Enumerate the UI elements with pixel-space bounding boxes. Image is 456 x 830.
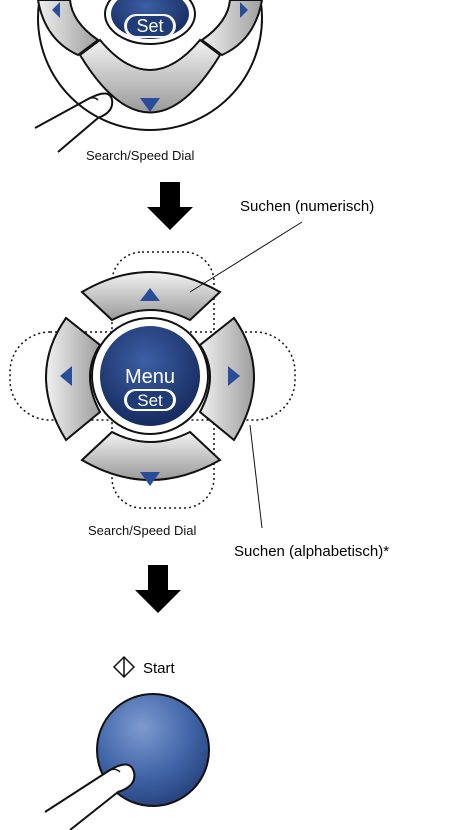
callout-alpha: Suchen (alphabetisch)* [234,543,389,560]
set-label: Set [137,391,163,410]
right-arrow-icon [240,2,248,18]
down-key[interactable] [80,430,222,481]
finger-icon [34,92,114,153]
start-section: Start [44,655,210,830]
right-key-top[interactable] [200,0,264,57]
main-nav-pad: Menu Set Search/Speed Dial [9,251,296,538]
right-arrow-icon [228,366,240,386]
search-speed-dial-caption: Search/Speed Dial [88,523,197,538]
start-diamond-icon [112,655,136,679]
down-arrow-icon [140,472,160,486]
search-speed-dial-caption-top: Search/Speed Dial [86,148,195,163]
left-key[interactable] [45,316,102,442]
step-arrow-icon [147,182,193,230]
numeric-search-zone [111,251,215,509]
left-arrow-icon [52,2,60,18]
step-arrow-icon-2 [135,565,181,613]
down-arrow-icon [140,98,160,112]
left-arrow-icon [60,366,72,386]
down-key-top[interactable] [78,38,222,114]
callout-line-numeric [189,221,303,293]
start-label: Start [143,660,176,677]
up-arrow-icon [140,288,160,301]
menu-label: Menu [125,366,175,388]
set-label-top: Set [136,16,163,36]
finger-icon-start [44,763,136,830]
top-nav-pad: Set Search/Speed Dial [34,0,264,163]
callout-numeric: Suchen (numerisch) [240,198,374,215]
right-key[interactable] [198,316,255,442]
left-key-top[interactable] [36,0,100,57]
callout-line-alpha [249,424,263,529]
